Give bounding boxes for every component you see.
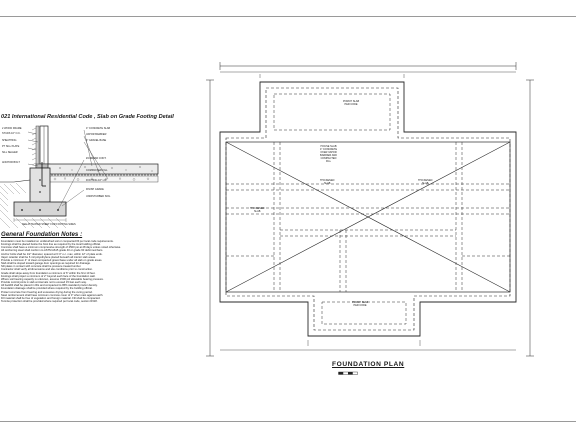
note-line: Provide a minimum 4" of clean compacted … [1,258,103,262]
note-line: Termite protection shall be provided whe… [1,299,98,303]
note-line: Contractor shall verify all dimensions a… [1,268,93,272]
callout-right-4: #4 REBAR CONT. [86,157,107,160]
callout-right-8: UNDISTURBED SOIL [86,195,111,198]
plan-title: FOUNDATION PLAN [332,361,405,368]
footing-section-detail [0,125,159,229]
note-line: Sill plates in contact with concrete sha… [1,265,82,269]
note-line: Foundation drainage shall be provided wh… [1,287,93,291]
note-line: Vapor retarder shall be 6 mil polyethyle… [1,255,96,259]
note-line: Footings shall project a minimum of 2" b… [1,274,96,278]
callout-left-2: STUDS 16" O.C. [2,132,21,135]
note-line: Where soil bearing capacity is unknown, … [1,277,104,281]
callout-right-2: VAPOR BARRIER [86,133,107,136]
callout-right-6: FOOTING 16" x 8" [86,179,107,182]
note-line: Protect concrete from freezing and exces… [1,290,93,294]
callout-right-3: 4" GRAVEL BASE [86,139,107,142]
note-line: Anchor bolts shall be 1/2" diameter, spa… [1,252,103,256]
note-line: All reinforcing steel shall conform to A… [1,249,104,253]
note-line: Concrete shall have a minimum compressiv… [1,246,121,250]
callout-left-1: 2 WOOD FRAME [2,127,22,130]
callout-left-6: ANCHOR BOLT [2,161,20,164]
note-line: All backfill shall be placed in lifts an… [1,284,98,288]
note-line: Foundation must be installed on undistur… [1,240,114,243]
callout-right-7: FINISH GRADE [86,188,104,191]
callout-right-1: 4" CONCRETE SLAB [86,127,111,130]
note-line: Steel reinforcement shall have minimum c… [1,293,104,297]
note-line: Fill material shall be free of vegetatio… [1,296,101,300]
foundation-notes: Foundation must be installed on undistur… [1,240,161,303]
note-line: Grade shall slope away from foundation a… [1,271,96,275]
detail-title: 021 International Residential Code , Sla… [1,114,174,120]
foundation-notes-heading: General Foundation Notes : [1,231,83,238]
callout-bottom: SEE ATTACHED SHEET FOR FOOTING SIZES [22,223,76,226]
sheet-border-top [0,16,576,17]
callout-left-3: SHEATHING [2,139,17,142]
foundation-plan-drawing [206,62,534,357]
scale-bar [338,371,358,375]
callout-right-5: COMPACTED FILL [86,169,108,172]
note-line: Slab shall be sloped toward garage door … [1,262,91,266]
sheet-border-bottom [0,421,576,422]
note-line: Provide control joints in slab at interv… [1,281,87,285]
callout-left-5: SILL SEALER [2,151,18,154]
note-line: Footings shall be placed below the frost… [1,243,101,247]
callout-left-4: PT SILL PLATE [2,145,20,148]
